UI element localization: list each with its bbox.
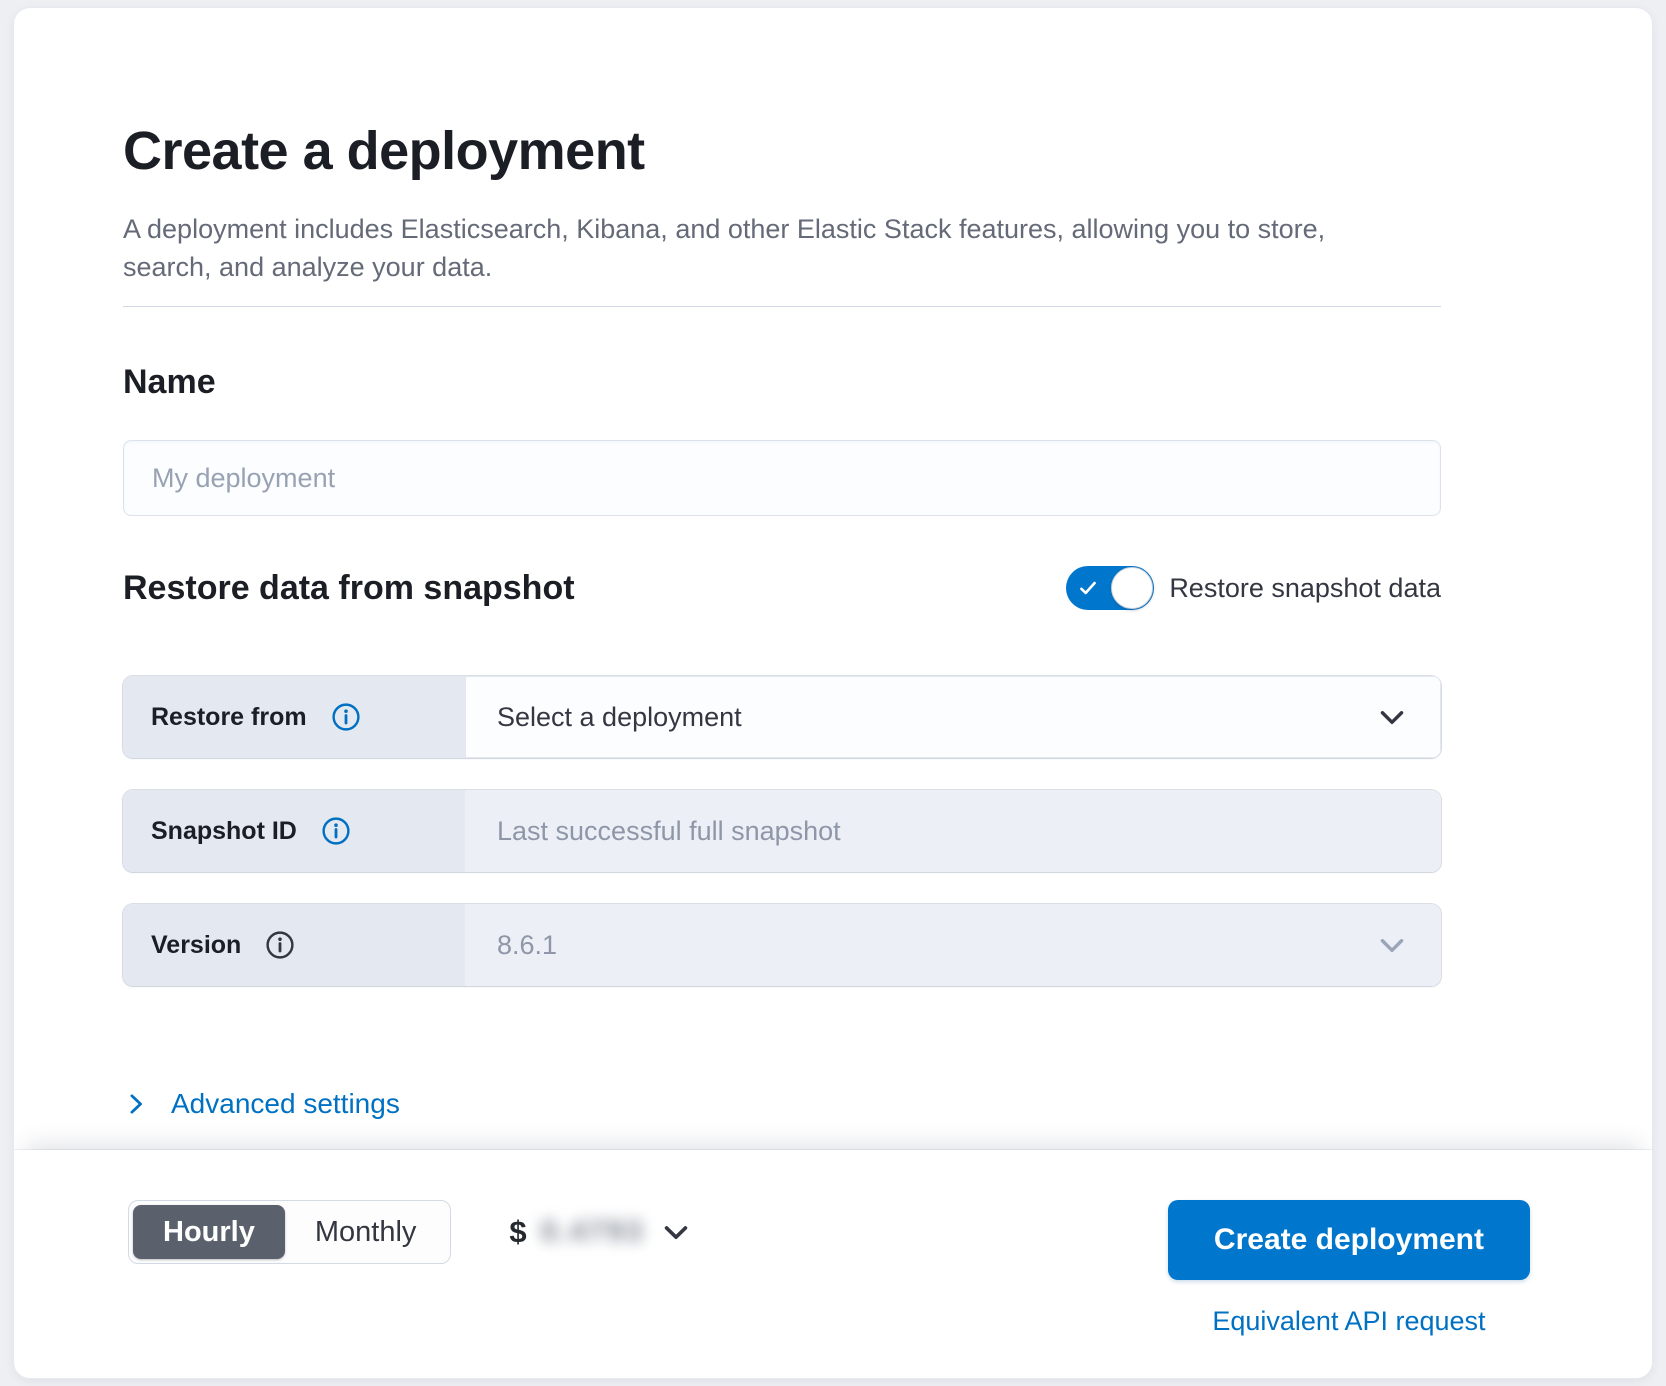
version-label: Version bbox=[151, 930, 242, 959]
create-deployment-panel: Create a deployment A deployment include… bbox=[14, 8, 1652, 1378]
restore-from-label: Restore from bbox=[151, 702, 307, 731]
restore-snapshot-toggle[interactable] bbox=[1066, 566, 1155, 610]
info-icon[interactable] bbox=[321, 816, 351, 846]
snapshot-id-input: Last successful full snapshot bbox=[465, 790, 1441, 872]
chevron-right-icon bbox=[130, 1094, 142, 1114]
chevron-down-icon bbox=[665, 1226, 688, 1239]
chevron-down-icon bbox=[1380, 939, 1404, 953]
name-heading: Name bbox=[123, 363, 216, 401]
form-row-snapshot-id: Snapshot ID Last successful full snapsho… bbox=[123, 790, 1441, 872]
divider bbox=[123, 306, 1441, 307]
snapshot-section-header: Restore data from snapshot Restore snaps… bbox=[123, 566, 1441, 610]
form-row-version: Version 8.6.1 bbox=[123, 904, 1441, 986]
toggle-knob bbox=[1111, 567, 1154, 609]
advanced-settings-label: Advanced settings bbox=[171, 1088, 400, 1119]
price-dropdown[interactable]: $ 0.4793 bbox=[509, 1214, 694, 1250]
create-deployment-button[interactable]: Create deployment bbox=[1167, 1200, 1530, 1280]
form-row-restore-from: Restore from Select a deployment bbox=[123, 676, 1441, 758]
snapshot-id-label-cell: Snapshot ID bbox=[123, 790, 465, 872]
check-icon bbox=[1080, 581, 1097, 595]
version-value: 8.6.1 bbox=[497, 929, 558, 960]
price-currency: $ bbox=[509, 1214, 527, 1249]
billing-option-hourly[interactable]: Hourly bbox=[133, 1205, 285, 1259]
chevron-down-icon bbox=[1380, 711, 1404, 725]
restore-snapshot-toggle-group: Restore snapshot data bbox=[1066, 566, 1441, 610]
restore-from-label-cell: Restore from bbox=[123, 676, 465, 758]
version-select: 8.6.1 bbox=[465, 904, 1441, 986]
advanced-settings-link[interactable]: Advanced settings bbox=[123, 1088, 400, 1120]
price-amount-obscured: 0.4793 bbox=[540, 1215, 645, 1248]
snapshot-id-label: Snapshot ID bbox=[151, 816, 297, 845]
page-subtitle: A deployment includes Elasticsearch, Kib… bbox=[123, 214, 1326, 282]
restore-from-select[interactable]: Select a deployment bbox=[465, 676, 1441, 758]
version-label-cell: Version bbox=[123, 904, 465, 986]
billing-option-monthly[interactable]: Monthly bbox=[285, 1205, 447, 1259]
billing-period-toggle: Hourly Monthly bbox=[128, 1200, 452, 1264]
info-icon[interactable] bbox=[331, 702, 361, 732]
deployment-name-input[interactable] bbox=[123, 440, 1441, 516]
page-title: Create a deployment bbox=[123, 121, 645, 181]
main-content: Create a deployment A deployment include… bbox=[14, 8, 1652, 1150]
restore-snapshot-heading: Restore data from snapshot bbox=[123, 568, 575, 607]
info-icon[interactable] bbox=[265, 930, 295, 960]
toggle-label: Restore snapshot data bbox=[1169, 572, 1441, 603]
restore-from-value: Select a deployment bbox=[497, 701, 742, 732]
equivalent-api-request-link[interactable]: Equivalent API request bbox=[1212, 1306, 1486, 1336]
snapshot-id-value: Last successful full snapshot bbox=[497, 815, 841, 846]
bottom-bar: Hourly Monthly $ 0.4793 Create deploymen… bbox=[14, 1150, 1652, 1378]
